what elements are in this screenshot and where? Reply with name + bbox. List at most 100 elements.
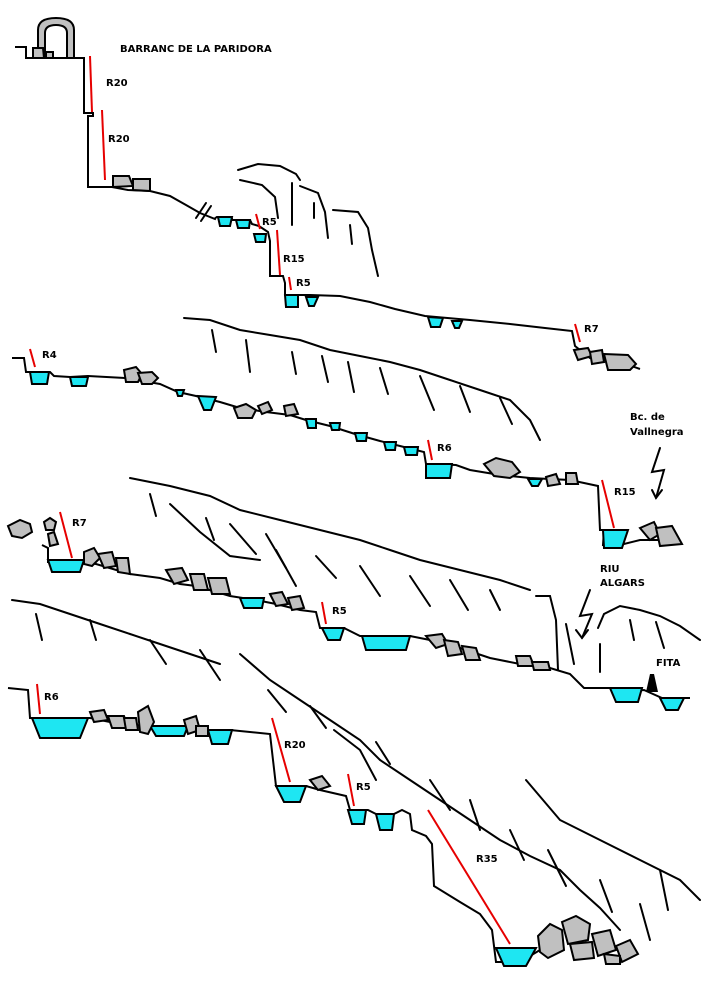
- rope-r5-b: [288, 276, 292, 291]
- rock-block: [6, 518, 34, 540]
- rope-r4: [29, 348, 36, 368]
- canyon-wall: [299, 185, 329, 239]
- canyon-wall: [321, 355, 329, 383]
- rappel-label: R6: [44, 692, 59, 703]
- pool: [353, 432, 369, 442]
- rope-r35: [427, 809, 511, 945]
- rock-block: [308, 774, 332, 792]
- canyon-wall: [469, 799, 481, 831]
- pool: [426, 315, 445, 328]
- pool: [196, 394, 218, 411]
- rock-block: [544, 472, 562, 488]
- pool: [30, 717, 90, 739]
- section-1: R20 R20 R5 R15 R5 R7: [15, 16, 641, 371]
- canyon-wall: [547, 849, 567, 887]
- river-wall: [655, 621, 665, 649]
- canyon-wall: [129, 477, 531, 591]
- rock-block: [560, 914, 592, 946]
- profile-line: [15, 46, 217, 221]
- rock-block: [122, 717, 140, 731]
- canyon-wall: [199, 649, 221, 681]
- canyon-wall: [35, 613, 43, 641]
- pool: [320, 627, 346, 641]
- river-wall: [535, 595, 559, 671]
- rope-r5-c: [321, 601, 327, 625]
- rock-block: [114, 557, 132, 576]
- section-4: R6 R20 R5 R35: [7, 653, 701, 967]
- canyon-wall: [275, 549, 297, 587]
- rock-block: [602, 952, 621, 965]
- pool: [658, 697, 686, 711]
- pool: [494, 947, 538, 967]
- rope-r20-c: [271, 717, 291, 783]
- canyon-wall: [419, 375, 435, 411]
- canyon-wall: [89, 619, 97, 641]
- rock-block: [136, 370, 160, 385]
- rock-block: [206, 577, 232, 595]
- section-break: [195, 202, 212, 222]
- canyon-wall: [409, 575, 431, 607]
- canyon-wall: [347, 361, 355, 393]
- pool: [526, 478, 544, 487]
- rock-block: [654, 524, 684, 548]
- rappel-label: R5: [356, 782, 371, 793]
- rock-block: [256, 400, 274, 416]
- rappel-label: R15: [614, 487, 636, 498]
- pool: [28, 371, 51, 385]
- rock-block: [286, 594, 306, 612]
- canyon-wall: [315, 555, 337, 579]
- pool: [608, 687, 644, 703]
- canyon-wall: [349, 224, 353, 245]
- rock-block: [46, 530, 60, 548]
- place-label-vallnegra-1: Bc. de: [630, 412, 665, 423]
- rock-block: [88, 708, 110, 724]
- rock-block: [136, 704, 156, 736]
- pool: [206, 729, 234, 745]
- rappel-label: R5: [332, 606, 347, 617]
- rock-block: [568, 940, 596, 962]
- canyon-wall: [639, 903, 651, 941]
- canyon-wall: [149, 639, 167, 665]
- tributary-arrowhead: [651, 489, 663, 500]
- pool: [328, 422, 342, 431]
- river-wall: [629, 619, 635, 641]
- rope-r20-b: [101, 109, 106, 181]
- pool: [238, 597, 266, 609]
- river-wall: [565, 623, 575, 665]
- rock-block: [96, 550, 118, 570]
- canyon-wall: [267, 689, 287, 713]
- river-wall: [597, 604, 701, 641]
- pool: [601, 529, 630, 549]
- pool: [382, 441, 398, 451]
- canyon-wall: [509, 829, 525, 861]
- rappel-label: R20: [284, 740, 306, 751]
- rock-block: [482, 456, 522, 480]
- rock-block: [132, 178, 151, 193]
- profile-line: [12, 357, 665, 546]
- pool: [304, 296, 320, 307]
- pool: [252, 233, 268, 243]
- profile-line: [215, 216, 641, 370]
- pool: [346, 809, 368, 825]
- section-3: R7 R5 RIU ALGARS FITA: [6, 477, 701, 711]
- canyon-wall: [379, 367, 389, 395]
- pool: [450, 320, 464, 329]
- pool: [274, 785, 308, 803]
- rappel-label: R6: [437, 443, 452, 454]
- canyon-wall: [237, 162, 301, 181]
- river-arrow: [578, 589, 594, 639]
- place-label-vallnegra-2: Vallnegra: [630, 427, 684, 438]
- rappel-label: R7: [584, 324, 599, 335]
- profile-line: [41, 544, 690, 699]
- canyon-wall: [599, 879, 613, 913]
- canyon-wall: [499, 397, 513, 425]
- rock-block: [460, 644, 482, 661]
- rock-block: [232, 402, 258, 419]
- rappel-label: R35: [476, 854, 498, 865]
- canyon-wall: [525, 779, 701, 901]
- pool: [46, 559, 86, 573]
- rope-r15-a: [276, 229, 281, 276]
- canyon-wall: [333, 729, 377, 781]
- canyon-wall: [169, 503, 261, 561]
- canyon-wall: [205, 517, 215, 541]
